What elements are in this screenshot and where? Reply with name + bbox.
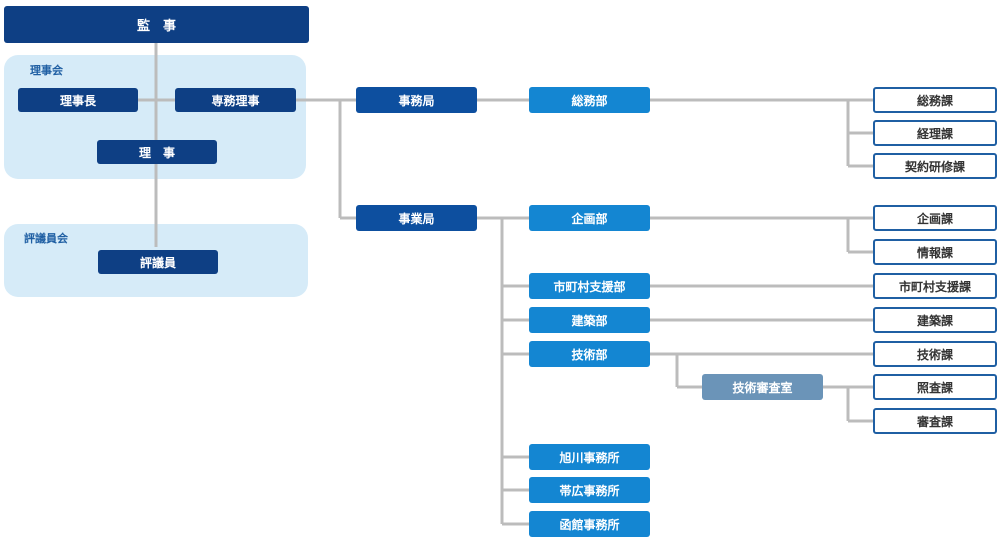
construction-section-box: 建築課 bbox=[873, 307, 997, 333]
contract-training-section-box: 契約研修課 bbox=[873, 153, 997, 179]
verification-section-box: 照査課 bbox=[873, 374, 997, 400]
general-affairs-dept-box: 総務部 bbox=[529, 87, 650, 113]
chair-box: 理事長 bbox=[18, 88, 138, 112]
auditor-box: 監 事 bbox=[4, 6, 309, 43]
planning-section-box: 企画課 bbox=[873, 205, 997, 231]
managing-director-box: 専務理事 bbox=[175, 88, 296, 112]
councilor-box: 評議員 bbox=[98, 250, 218, 274]
municipal-support-section-box: 市町村支援課 bbox=[873, 273, 997, 299]
engineering-section-box: 技術課 bbox=[873, 341, 997, 367]
review-section-box: 審査課 bbox=[873, 408, 997, 434]
engineering-dept-box: 技術部 bbox=[529, 341, 650, 367]
construction-dept-box: 建築部 bbox=[529, 307, 650, 333]
secretariat-box: 事務局 bbox=[356, 87, 477, 113]
municipal-support-dept-box: 市町村支援部 bbox=[529, 273, 650, 299]
asahikawa-office-box: 旭川事務所 bbox=[529, 444, 650, 470]
hakodate-office-box: 函館事務所 bbox=[529, 511, 650, 537]
council-label: 評議員会 bbox=[24, 232, 68, 245]
director-box: 理 事 bbox=[97, 140, 217, 164]
accounting-section-box: 経理課 bbox=[873, 120, 997, 146]
obihiro-office-box: 帯広事務所 bbox=[529, 477, 650, 503]
planning-dept-box: 企画部 bbox=[529, 205, 650, 231]
information-section-box: 情報課 bbox=[873, 239, 997, 265]
board-label: 理事会 bbox=[30, 64, 63, 77]
general-affairs-section-box: 総務課 bbox=[873, 87, 997, 113]
business-bureau-box: 事業局 bbox=[356, 205, 477, 231]
engineering-review-office-box: 技術審査室 bbox=[702, 374, 823, 400]
